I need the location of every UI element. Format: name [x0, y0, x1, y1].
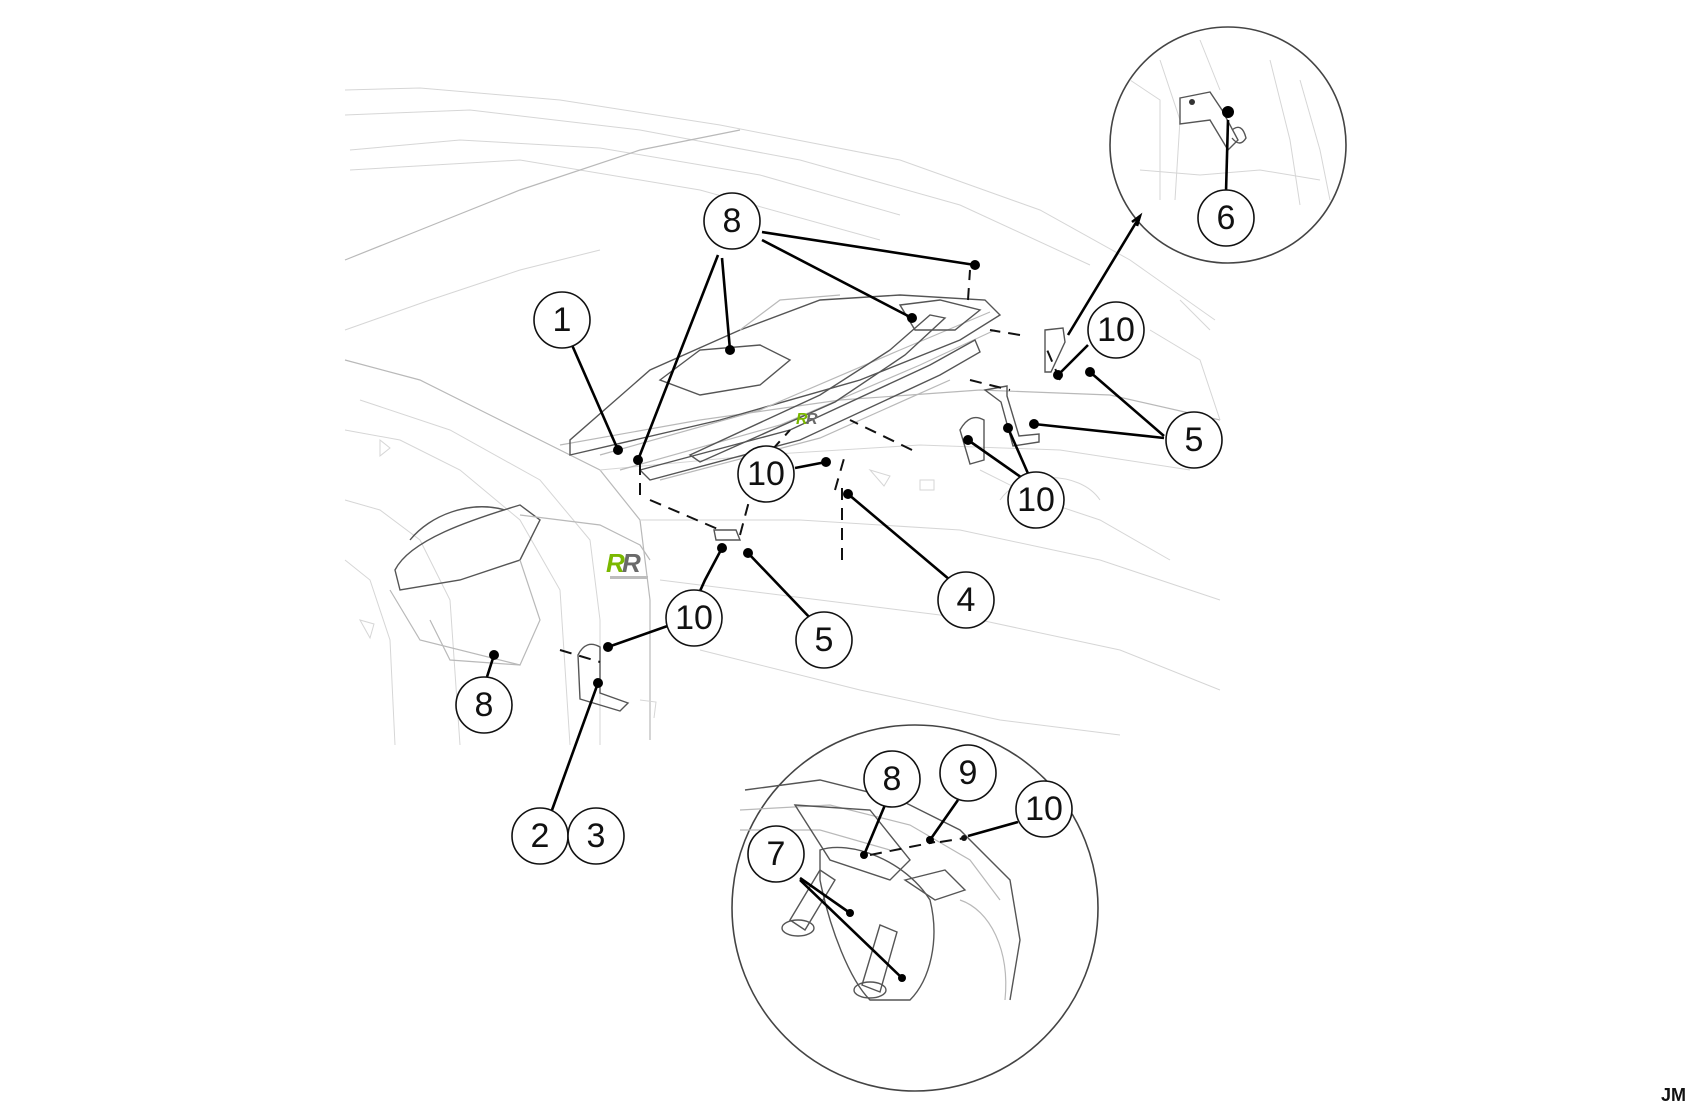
callout-5-right: 5: [1165, 411, 1223, 469]
callout-label: 7: [767, 835, 786, 873]
callout-label: 5: [815, 621, 834, 659]
detail-inset-bottom: [731, 724, 1099, 1092]
callout-label: 8: [723, 202, 742, 240]
callout-label: 10: [1017, 481, 1055, 519]
callout-label: 10: [747, 455, 785, 493]
callout-8-top: 8: [703, 192, 761, 250]
callout-8-inset: 8: [863, 750, 921, 808]
bracket-left-lower: [577, 643, 630, 712]
svg-text:R: R: [806, 411, 818, 428]
svg-text:R: R: [606, 548, 625, 578]
callout-6: 6: [1197, 189, 1255, 247]
leader-lines: [484, 106, 1234, 982]
callout-8-left: 8: [455, 676, 513, 734]
callout-label: 8: [475, 686, 494, 724]
callout-10-inset: 10: [1015, 780, 1073, 838]
callout-3: 3: [567, 807, 625, 865]
car-body-sketch: [344, 87, 1221, 746]
callout-7: 7: [747, 825, 805, 883]
callout-label: 10: [1025, 790, 1063, 828]
brand-logo-center: R R: [606, 548, 648, 579]
callout-label: 2: [531, 817, 550, 855]
callout-10-right: 10: [1007, 471, 1065, 529]
callout-label: 4: [957, 581, 976, 619]
bracket-center: [713, 529, 742, 541]
leader-10-to-inset: [1066, 215, 1142, 336]
arrowhead-icon: [1131, 212, 1143, 227]
callout-9: 9: [939, 744, 997, 802]
rear-spoiler-part: [569, 294, 1002, 481]
callout-label: 3: [587, 817, 606, 855]
left-mount-sketch: [389, 504, 651, 666]
brand-logo-spoiler: R R: [796, 411, 818, 428]
callout-label: 6: [1217, 199, 1236, 237]
callout-label: 10: [675, 599, 713, 637]
svg-text:R: R: [622, 548, 641, 578]
bracket-right: [959, 385, 1040, 465]
callout-label: 9: [959, 754, 978, 792]
callout-5-lower: 5: [795, 611, 853, 669]
callout-label: 5: [1185, 421, 1204, 459]
callout-10-top-right: 10: [1087, 301, 1145, 359]
callout-1: 1: [533, 291, 591, 349]
svg-text:R: R: [796, 411, 808, 428]
bracket-top-right: [1044, 327, 1066, 373]
callout-label: 8: [883, 760, 902, 798]
callout-10-center: 10: [737, 445, 795, 503]
callout-4: 4: [937, 571, 995, 629]
callout-2: 2: [511, 807, 569, 865]
callout-label: 1: [553, 301, 572, 339]
author-initials: JM: [1660, 1085, 1686, 1105]
callout-10-lower: 10: [665, 589, 723, 647]
callout-label: 10: [1097, 311, 1135, 349]
